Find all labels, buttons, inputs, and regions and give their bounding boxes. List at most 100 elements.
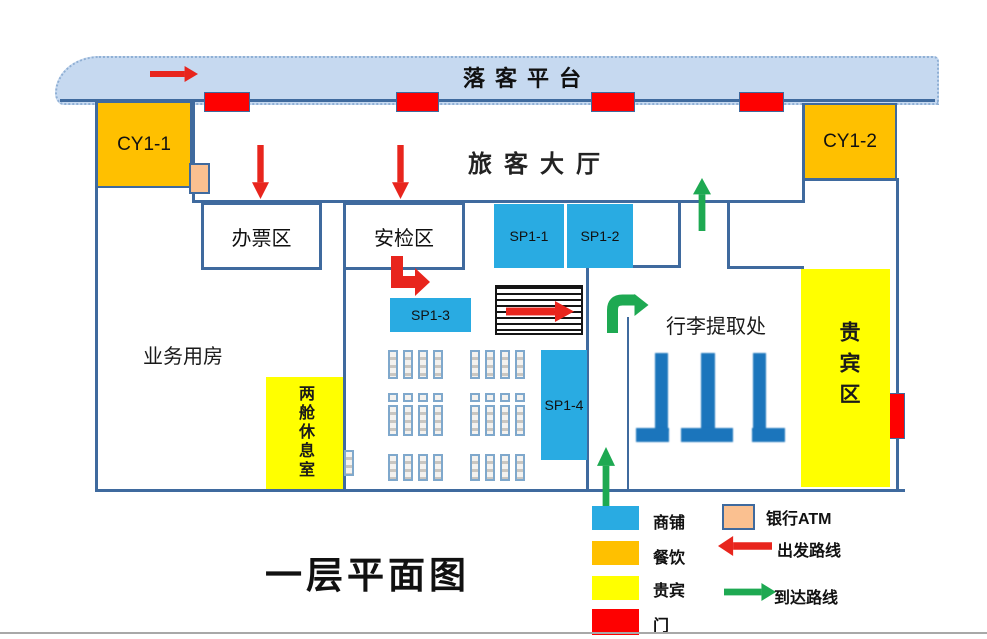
wall [60, 99, 935, 102]
bank-atm-box [189, 163, 210, 194]
seat-bench [500, 350, 510, 379]
seat-bench [515, 454, 525, 481]
cy1-1-label: CY1-1 [117, 133, 171, 155]
page-title: 一层平面图 [265, 556, 470, 597]
legend-arrival-label: 到达路线 [774, 590, 839, 607]
door [591, 92, 635, 112]
seat-bench [388, 393, 398, 402]
seat-bench [515, 393, 525, 402]
wall [678, 202, 681, 267]
wall [192, 200, 805, 203]
arrival-route-arrow [597, 447, 615, 508]
legend-dining-swatch [592, 541, 639, 565]
vip-area: 贵宾区 [801, 269, 890, 487]
first-class-lounge: 两舱休息室 [266, 377, 343, 489]
seat-bench [388, 454, 398, 481]
shop-sp1-2: SP1-2 [567, 204, 633, 268]
sp1-3-label: SP1-3 [411, 307, 450, 323]
lounge-label: 两舱休息室 [296, 385, 313, 480]
cy1-2-label: CY1-2 [823, 130, 877, 152]
seat-bench [485, 405, 495, 436]
seat-bench [388, 405, 398, 436]
vip-area-label: 贵宾区 [837, 321, 860, 414]
seat-bench [485, 454, 495, 481]
sp1-2-label: SP1-2 [580, 228, 620, 244]
passenger-hall-label: 旅客大厅 [468, 151, 612, 178]
seat-bench [515, 405, 525, 436]
dining-area-cy1-2: CY1-2 [803, 103, 897, 180]
seat-bench [470, 393, 480, 402]
seat-bench [433, 350, 443, 379]
departure-route-arrow [392, 145, 409, 199]
legend-dining-label: 餐饮 [653, 550, 686, 567]
seat-bench [418, 350, 428, 379]
door [888, 393, 905, 439]
legend-arrival-arrow [724, 583, 776, 601]
legend-shop-label: 商铺 [653, 515, 686, 532]
legend-departure-arrow [718, 536, 772, 556]
seat-bench [500, 454, 510, 481]
seat-bench [388, 350, 398, 379]
wall [95, 100, 98, 492]
wall [627, 317, 629, 490]
seat-bench [433, 393, 443, 402]
legend-vip-label: 贵宾 [653, 583, 686, 600]
security-label: 安检区 [374, 227, 434, 250]
baggage-claim-label: 行李提取处 [666, 316, 766, 338]
legend-departure-label: 出发路线 [777, 543, 842, 560]
departure-route-arrow [506, 301, 574, 322]
seat-bench [403, 454, 413, 481]
legend-atm-label: 银行ATM [766, 511, 832, 528]
security-check-area: 安检区 [343, 202, 465, 270]
seat-bench [470, 350, 480, 379]
dropoff-platform-label: 落客平台 [463, 66, 592, 91]
wall [95, 489, 905, 492]
wall [192, 100, 195, 202]
business-rooms-label: 业务用房 [143, 346, 223, 368]
seat-bench [418, 393, 428, 402]
seat-bench [418, 405, 428, 436]
seat-bench [485, 393, 495, 402]
wall [586, 268, 589, 491]
sp1-4-label: SP1-4 [544, 397, 584, 413]
wall [727, 202, 730, 268]
wall [633, 265, 681, 268]
seat-bench [500, 405, 510, 436]
legend-shop-swatch [592, 506, 639, 530]
legend-door-label: 门 [653, 618, 670, 635]
seat-bench [433, 454, 443, 481]
shop-sp1-4: SP1-4 [541, 350, 587, 460]
seat-bench [515, 350, 525, 379]
legend-vip-swatch [592, 576, 639, 600]
seat-bench [433, 405, 443, 436]
seat-bench [403, 405, 413, 436]
shop-sp1-3: SP1-3 [390, 298, 471, 332]
seat-bench [470, 405, 480, 436]
departure-route-arrow [150, 66, 198, 82]
shop-sp1-1: SP1-1 [494, 204, 564, 268]
departure-route-elbow-arrow [391, 256, 430, 296]
arrival-route-arrow [693, 178, 711, 231]
legend-atm-swatch [722, 504, 755, 530]
departure-route-arrow [252, 145, 269, 199]
seat-bench [344, 450, 354, 476]
wall [727, 266, 804, 269]
door [739, 92, 784, 112]
door [204, 92, 250, 112]
legend-door-swatch [592, 609, 639, 635]
wall [343, 270, 346, 491]
sp1-1-label: SP1-1 [509, 228, 549, 244]
seat-bench [485, 350, 495, 379]
seat-bench [403, 350, 413, 379]
ticketing-label: 办票区 [231, 227, 292, 250]
seat-bench [500, 393, 510, 402]
dropoff-platform-band [55, 56, 939, 105]
slide-bottom-rule [0, 632, 987, 634]
wall [896, 178, 899, 492]
dining-area-cy1-1: CY1-1 [96, 101, 192, 188]
seat-bench [418, 454, 428, 481]
ticketing-area: 办票区 [201, 202, 322, 270]
arrival-route-curve-arrow [607, 294, 649, 333]
door [396, 92, 439, 112]
